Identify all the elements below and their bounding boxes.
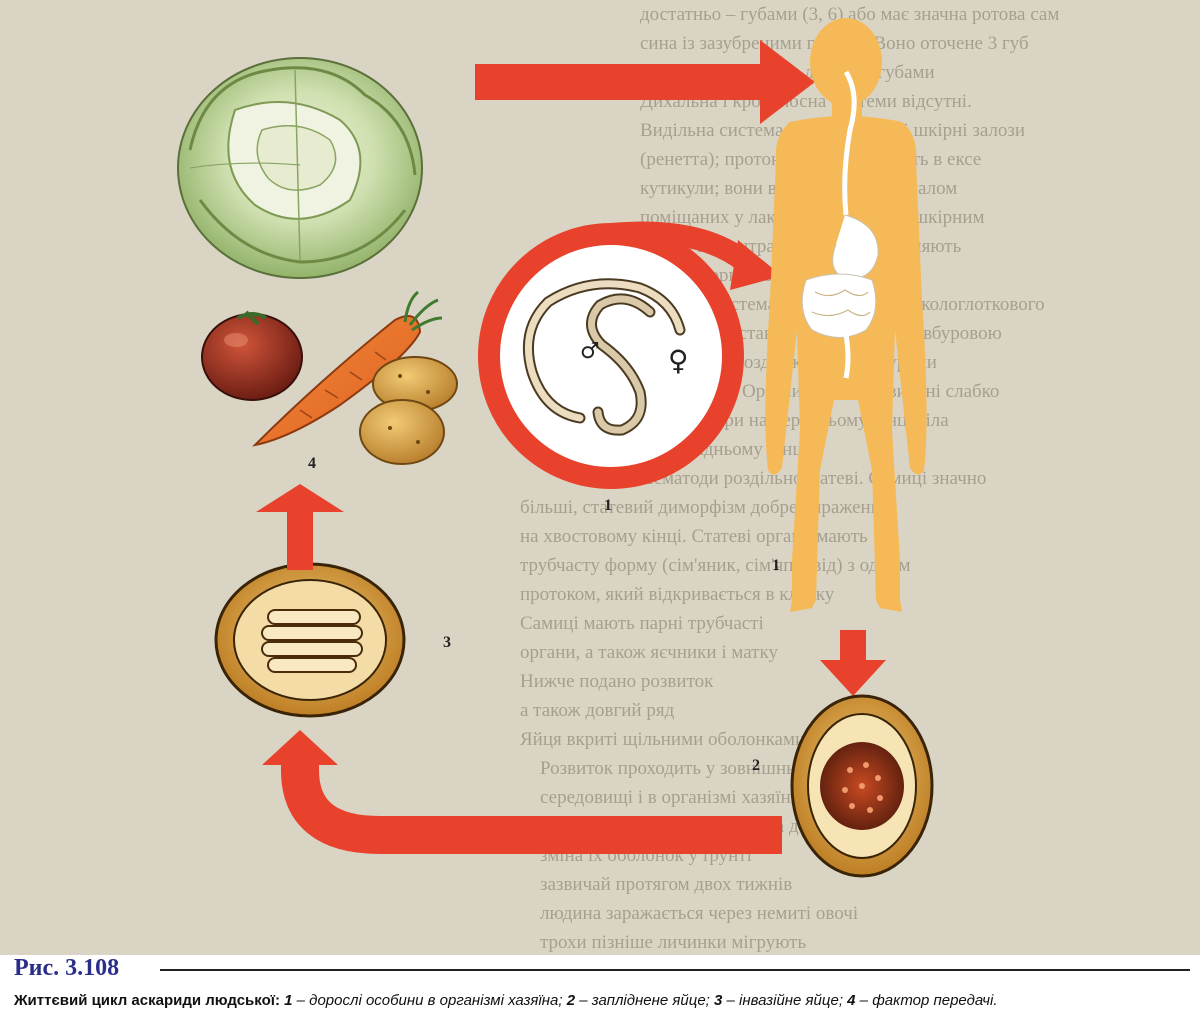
caption-key-4: 4 xyxy=(847,992,856,1009)
bleed-text-line: протоком, який відкривається в клоаку xyxy=(520,584,835,605)
fertilized-egg-illustration xyxy=(790,694,934,878)
digestive-tract-illustration xyxy=(801,70,879,379)
bleed-text-line: Розвиток проходить у зовнішньому xyxy=(540,758,826,779)
bleed-text-line: більші, статевий диморфізм добре виражен… xyxy=(520,497,891,518)
adult-worms-illustration: ♂ ♀ xyxy=(522,278,689,436)
label-invasive-egg: 3 xyxy=(443,634,451,651)
lifecycle-diagram: достатньо – губами (3, 6) або має значна… xyxy=(0,0,1200,955)
caption-key-1: 1 xyxy=(284,992,293,1009)
arrow-food-to-host xyxy=(475,40,815,124)
cabbage-illustration xyxy=(177,57,423,279)
bleed-text-line: а також довгий ряд xyxy=(520,700,675,721)
caption-text-2: – запліднене яйце; xyxy=(575,992,715,1009)
label-transmission-factor: 4 xyxy=(308,455,316,472)
caption-text-4: – фактор передачі. xyxy=(855,992,998,1009)
bleed-text-line: Нижче подано розвиток xyxy=(520,671,714,692)
label-fertilized-egg: 2 xyxy=(752,757,760,774)
figure-number: Рис. 3.108 xyxy=(14,955,120,981)
bleed-text-line: органи, а також яєчники і матку xyxy=(520,642,778,663)
arrow-invasive-egg-to-food xyxy=(256,484,344,570)
bleed-text-line: на хвостовому кінці. Статеві органи мают… xyxy=(520,526,868,547)
arrow-egg-to-invasive-egg xyxy=(262,730,782,854)
bleed-text-line: трубчасту форму (сім'яник, сім'япровід) … xyxy=(520,555,911,576)
potato-illustration xyxy=(359,356,458,465)
bleed-text-line: середовищі і в організмі хазяїна xyxy=(540,787,800,808)
figure-rule xyxy=(160,969,1190,971)
label-adult-worms-circle: 1 xyxy=(604,497,612,514)
arrow-host-to-egg xyxy=(820,630,886,696)
bleed-text-line: достатньо – губами (3, 6) або має значна… xyxy=(640,4,1059,25)
bleed-text-line: Самиці мають парні трубчасті xyxy=(520,613,764,634)
figure-caption: Життєвий цикл аскариди людської: 1 – дор… xyxy=(14,992,1186,1009)
caption-key-3: 3 xyxy=(714,992,723,1009)
male-symbol: ♂ xyxy=(580,339,600,364)
caption-text-3: – інвазійне яйце; xyxy=(722,992,848,1009)
caption-text-1: – дорослі особини в організмі хазяїна; xyxy=(292,992,567,1009)
label-host-body: 1 xyxy=(772,557,780,574)
caption-title: Життєвий цикл аскариди людської: xyxy=(14,992,280,1009)
bleed-text-line: людина заражається через немиті овочі xyxy=(540,903,858,924)
invasive-egg-illustration xyxy=(214,562,406,718)
carrot-illustration xyxy=(251,290,443,447)
bleed-text-line: зазвичай протягом двох тижнів xyxy=(540,874,792,895)
caption-key-2: 2 xyxy=(566,992,576,1009)
tomato-illustration xyxy=(201,310,303,401)
female-symbol: ♀ xyxy=(668,344,689,377)
bleed-text-line: Яйця вкриті щільними оболонками xyxy=(520,729,805,750)
bleed-text-line: трохи пізніше личинки мігрують xyxy=(540,932,806,953)
